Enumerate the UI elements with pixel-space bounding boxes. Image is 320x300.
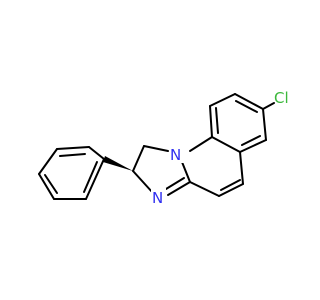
bond-c3a-n3 — [167, 181, 191, 196]
structure-canvas: N N Cl — [38, 89, 289, 207]
bond-c5-c5a — [239, 151, 244, 185]
bond-phenyl-inner-2 — [44, 174, 58, 194]
bond-c7-c6 — [262, 108, 267, 141]
bond-c4-c5-inner — [220, 179, 241, 191]
bond-phenyl-inner-1 — [59, 153, 86, 157]
bond-c4-c5 — [218, 183, 244, 197]
bond-ch2-n1 — [143, 145, 169, 152]
bond-c9-c8 — [209, 93, 236, 107]
bond-c9a-c9-inner — [215, 107, 219, 134]
chemical-structure-diagram: N N Cl — [38, 89, 289, 207]
n-ring-label-backdrop — [169, 145, 184, 163]
bond-phenyl-inner-3 — [83, 161, 98, 193]
bond-phenyl-1 — [88, 146, 105, 160]
bond-c6-c5a-inner — [241, 135, 261, 146]
bond-n3-chiral — [132, 170, 154, 194]
bond-c8-c7 — [234, 93, 264, 110]
bond-n1-c3a — [181, 161, 191, 183]
bond-chiral-ch2 — [132, 145, 145, 172]
stereo-wedge-bond — [103, 156, 133, 171]
bond-c6-c5a — [239, 139, 267, 153]
bond-c8-c7-inner — [235, 100, 258, 113]
atom-label-n-imine: N — [152, 189, 163, 207]
bond-phenyl-6 — [85, 158, 105, 200]
bond-c7-cl — [262, 102, 275, 110]
bond-phenyl-3 — [38, 148, 58, 175]
bond-c9a-c9 — [209, 105, 213, 138]
atom-labels: N N Cl — [151, 89, 289, 207]
bond-phenyl-4 — [38, 173, 55, 200]
bond-c3a-n3-inner — [165, 177, 185, 190]
bond-phenyl-2 — [56, 146, 90, 150]
n-imine-label-backdrop — [151, 188, 166, 206]
atom-label-cl: Cl — [274, 89, 289, 107]
bond-c3a-c4 — [189, 181, 220, 197]
bonds — [38, 93, 275, 200]
bond-c5a-c9a — [211, 136, 241, 153]
atom-label-n-ring: N — [170, 146, 181, 164]
bond-c9a-n1 — [189, 136, 213, 152]
